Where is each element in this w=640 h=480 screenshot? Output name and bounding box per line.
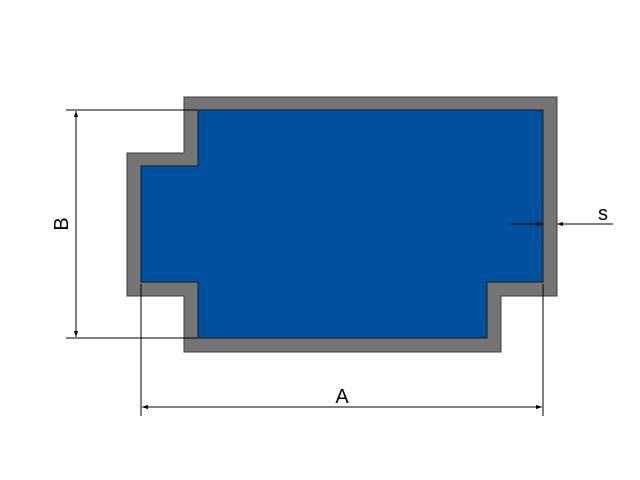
dimension-s-label: s (598, 203, 608, 225)
dimension-b-label: B (51, 217, 73, 230)
dimension-a-label: A (335, 386, 349, 408)
dimension-b: B (51, 109, 198, 339)
dimension-s: s (508, 203, 613, 227)
dimension-a: A (140, 284, 544, 416)
profile-interior (140, 109, 544, 339)
